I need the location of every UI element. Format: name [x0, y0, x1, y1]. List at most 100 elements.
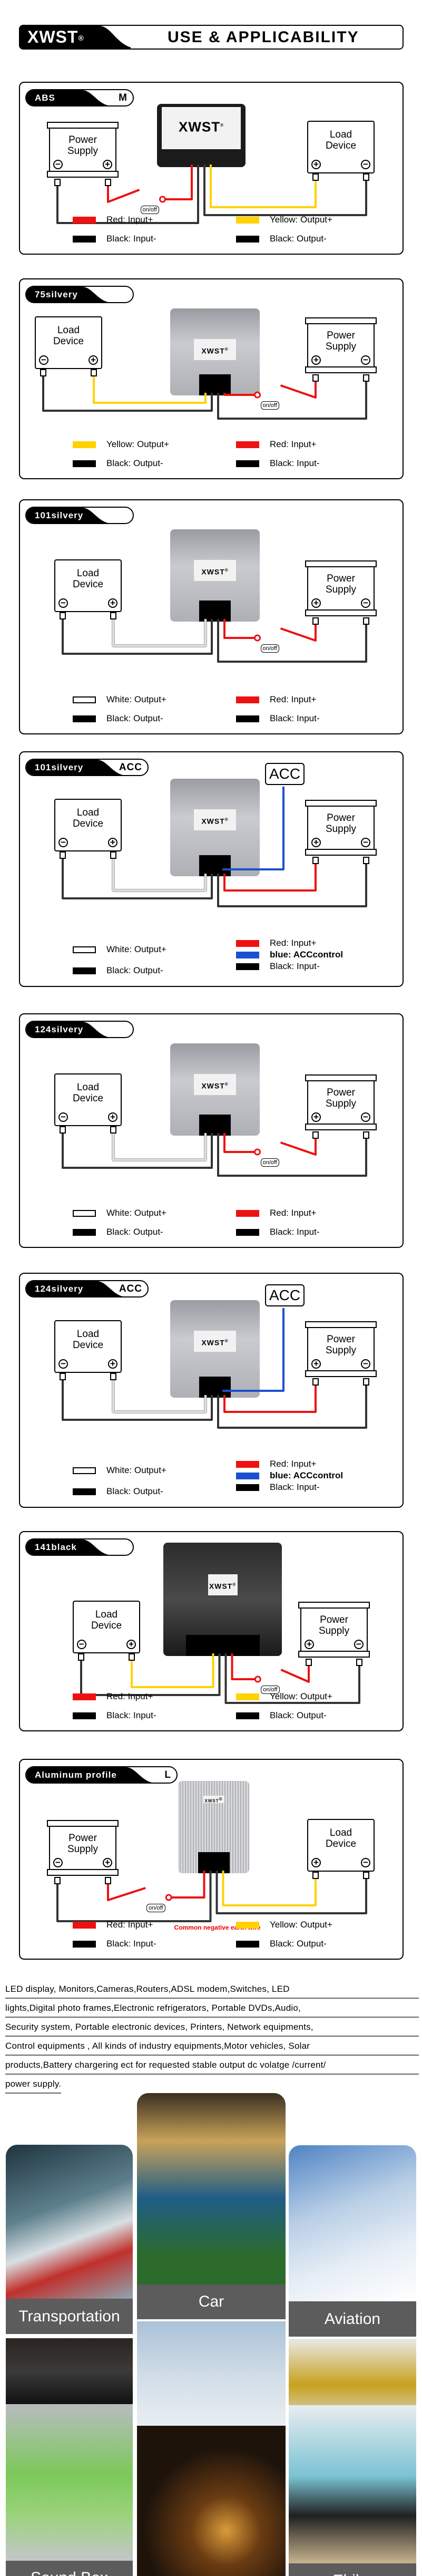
legend-text: Black: Input- [270, 1227, 320, 1237]
legend-swatch [73, 1467, 96, 1474]
polarity-icon: − [39, 355, 48, 365]
terminal [356, 1659, 362, 1666]
wiring-lines [80, 1653, 360, 1704]
terminal [110, 612, 116, 619]
legend-swatch [236, 216, 259, 224]
power-supply-box: Power Supply+− [298, 1602, 370, 1658]
power-supply-label: Power Supply [325, 330, 357, 352]
legend-swatch [73, 1693, 96, 1700]
power-supply-box: Power Supply+− [305, 1074, 377, 1130]
switch-contact-icon [254, 1676, 261, 1683]
legend-swatch [236, 696, 259, 703]
model-suffix: L [164, 1769, 171, 1780]
power-supply-box: Power Supply+− [305, 560, 377, 616]
legend-text: Black: Output- [106, 713, 163, 723]
load-device-box: Load Device−+ [73, 1601, 140, 1653]
application-caption: Transportation [6, 2299, 133, 2334]
legend-item: Black: Output- [236, 1939, 327, 1949]
wire-output-positive-outline [112, 1133, 207, 1161]
registered-mark: ® [232, 1582, 237, 1587]
legend-item: Red: Input+ [236, 1459, 316, 1469]
terminal [363, 617, 369, 625]
legend-swatch [236, 1940, 259, 1948]
legend-swatch [236, 441, 259, 448]
application-tile: Ebike [289, 2405, 416, 2576]
application-tile: Aviation [289, 2145, 416, 2337]
wire-output-positive [222, 1871, 317, 1906]
terminal [363, 857, 369, 864]
device-brand-label: XWST® [162, 107, 241, 149]
wire-input-negative [217, 619, 367, 663]
legend-swatch [236, 235, 259, 243]
legend-item: Black: Output- [73, 713, 163, 724]
polarity-icon: + [305, 1640, 314, 1649]
wire-output-positive [112, 859, 207, 892]
legend-text: Black: Output- [106, 458, 163, 468]
legend-swatch [236, 1460, 259, 1468]
legend-swatch [236, 715, 259, 722]
legend-swatch [236, 1712, 259, 1719]
wire-output-positive-outline [112, 859, 207, 892]
load-device-label: Load Device [325, 1827, 357, 1849]
wire-input-positive [166, 1871, 205, 1899]
polarity-icon: + [311, 1858, 321, 1867]
wire-output-positive [210, 164, 317, 208]
wire-input-negative [56, 1871, 212, 1922]
on-off-switch-label: on/off [260, 1158, 279, 1167]
application-photo [289, 2405, 416, 2563]
wire-output-positive-outline [112, 1380, 207, 1413]
legend-item: Red: Input+ [236, 694, 316, 705]
legend-item: Red: Input+ [236, 1208, 316, 1218]
load-device-label: Load Device [72, 807, 104, 829]
wire-input-negative [217, 1386, 367, 1429]
legend-swatch [236, 940, 259, 947]
wire-input-positive-switch [107, 1884, 146, 1901]
applications-line: lights,Digital photo frames,Electronic r… [5, 1999, 419, 2018]
legend-text: Black: Input- [106, 1710, 156, 1720]
converter-device: XWST® [157, 104, 246, 167]
application-caption: Ebike [289, 2563, 416, 2576]
power-supply-box: Power Supply+− [305, 1321, 377, 1377]
legend-text: blue: ACCcontrol [270, 1470, 344, 1480]
polarity-icon: + [311, 355, 321, 365]
polarity-icon: − [361, 355, 370, 365]
legend-item: Red: Input+ [236, 938, 316, 948]
legend-item: Black: Input- [236, 713, 320, 724]
applications-line: power supply. [5, 2075, 62, 2094]
legend-text: Yellow: Output+ [270, 1691, 332, 1701]
power-supply-label: Power Supply [325, 1087, 357, 1109]
wire-input-positive [223, 619, 260, 639]
model-suffix: ACC [119, 762, 142, 773]
device-brand-label: XWST® [194, 1331, 236, 1352]
load-device-box: Load Device+− [307, 121, 375, 173]
switch-contact-icon [159, 196, 166, 203]
power-supply-box: Power Supply−+ [47, 1820, 119, 1876]
terminal [60, 851, 66, 859]
polarity-icon: + [311, 838, 321, 847]
wire-output-positive [112, 1133, 207, 1161]
registered-mark: ® [220, 123, 224, 128]
terminal [129, 1653, 135, 1661]
legend-item: Black: Input- [73, 234, 156, 244]
terminal [312, 1872, 319, 1879]
terminal [78, 1653, 84, 1661]
registered-mark: ® [224, 817, 229, 822]
legend-swatch [73, 715, 96, 722]
wire-output-negative [62, 619, 213, 655]
terminal [60, 612, 66, 619]
power-supply-label: Power Supply [325, 573, 357, 595]
polarity-icon: − [58, 1359, 68, 1369]
legend-text: Red: Input+ [270, 938, 317, 948]
legend-item: Black: Output- [73, 1227, 163, 1237]
legend-text: Red: Input+ [270, 439, 317, 449]
polarity-icon: − [53, 160, 63, 169]
terminal [91, 369, 97, 376]
registered-mark: ® [224, 568, 229, 573]
load-device-label: Load Device [91, 1609, 122, 1631]
application-photo [137, 2321, 286, 2439]
